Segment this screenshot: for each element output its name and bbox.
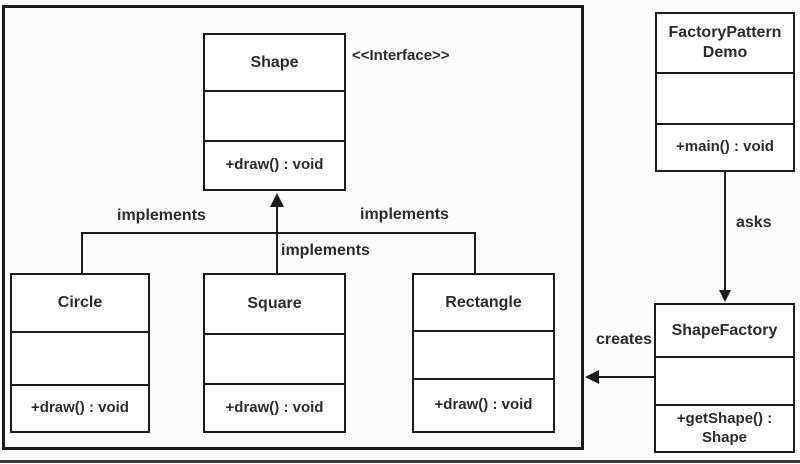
- asks-label: asks: [736, 214, 772, 231]
- class-circle-methods: +draw() : void: [12, 384, 148, 431]
- image-bottom-border: [0, 460, 800, 463]
- class-shape-attributes: [205, 90, 344, 140]
- asks-arrowhead-icon: [719, 290, 731, 302]
- interface-stereotype-label: <<Interface>>: [352, 47, 450, 64]
- class-box-rectangle: Rectangle +draw() : void: [412, 273, 555, 433]
- creates-label: creates: [595, 331, 652, 348]
- implements-middle-label: implements: [281, 242, 370, 259]
- class-rectangle-attributes: [414, 330, 553, 378]
- class-shape-factory-attributes: [656, 356, 793, 404]
- class-circle-name: Circle: [57, 294, 103, 311]
- class-shape-factory-name: ShapeFactory: [671, 321, 778, 339]
- class-box-circle: Circle +draw() : void: [10, 273, 150, 433]
- implements-right-label: implements: [360, 206, 449, 223]
- class-shape-factory-methods: +getShape() : Shape: [656, 404, 793, 451]
- class-factory-pattern-demo-name: FactoryPattern Demo: [668, 24, 782, 61]
- creates-arrowhead-icon: [585, 370, 599, 384]
- class-box-factory-pattern-demo: FactoryPattern Demo +main() : void: [655, 12, 795, 172]
- class-rectangle-methods: +draw() : void: [414, 378, 553, 431]
- class-factory-pattern-demo-methods: +main() : void: [657, 123, 793, 170]
- class-box-shape-factory: ShapeFactory +getShape() : Shape: [654, 303, 795, 453]
- class-square-name: Square: [247, 295, 302, 312]
- package-boundary-frame: [2, 5, 584, 450]
- class-circle-attributes: [12, 331, 148, 384]
- implements-arrowhead-icon: [270, 193, 284, 207]
- class-factory-pattern-demo-attributes: [657, 72, 793, 123]
- class-rectangle-name: Rectangle: [445, 293, 522, 311]
- class-square-attributes: [205, 333, 344, 383]
- class-shape-methods: +draw() : void: [205, 140, 344, 189]
- class-square-methods: +draw() : void: [205, 383, 344, 431]
- class-box-square: Square +draw() : void: [203, 273, 346, 433]
- implements-left-label: implements: [117, 207, 206, 224]
- class-box-shape: Shape +draw() : void: [203, 33, 346, 191]
- class-shape-name: Shape: [250, 53, 299, 71]
